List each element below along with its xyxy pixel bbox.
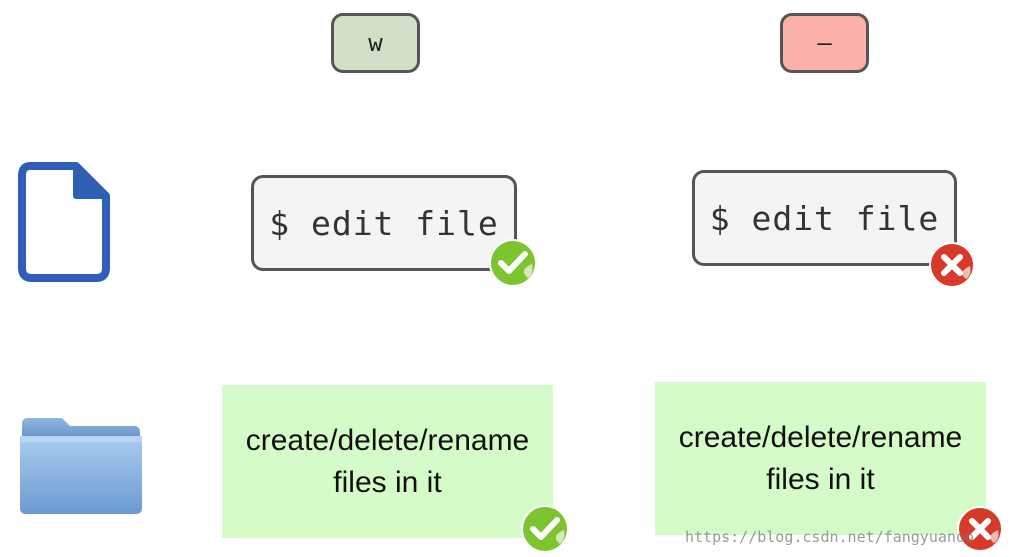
check-icon <box>489 239 537 287</box>
directory-action-none: create/delete/rename files in it <box>655 382 986 535</box>
edit-file-command-write: $ edit file <box>251 175 517 271</box>
edit-file-command-write-text: $ edit file <box>269 203 499 243</box>
directory-action-write: create/delete/rename files in it <box>222 385 553 538</box>
permission-key-w-label: w <box>368 29 383 57</box>
edit-file-command-none-text: $ edit file <box>709 198 940 238</box>
file-icon <box>18 162 110 282</box>
folder-icon <box>20 418 142 514</box>
permission-key-none-label: – <box>817 29 832 57</box>
directory-action-none-line1: create/delete/rename <box>678 420 963 454</box>
permission-key-w: w <box>331 13 420 73</box>
permission-key-none: – <box>780 13 869 73</box>
directory-action-write-line1: create/delete/rename <box>245 423 530 457</box>
cross-icon <box>929 242 975 288</box>
check-icon <box>521 505 569 553</box>
edit-file-command-none: $ edit file <box>692 170 957 266</box>
directory-action-none-line2: files in it <box>766 462 875 496</box>
directory-action-write-line2: files in it <box>333 465 442 499</box>
cross-icon <box>957 506 1003 552</box>
watermark: https://blog.csdn.net/fangyuanoo <box>685 528 974 546</box>
